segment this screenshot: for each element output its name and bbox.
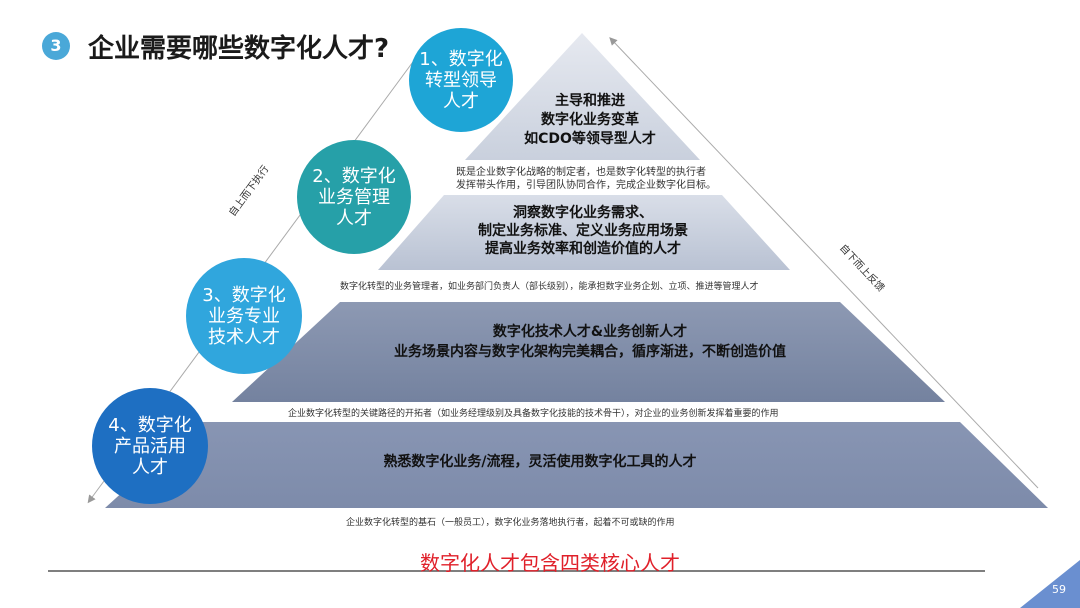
tier-4-text: 熟悉数字化业务/流程，灵活使用数字化工具的人才 — [300, 452, 780, 472]
tier-3-desc-line-1: 企业数字化转型的关键路径的开拓者（如业务经理级别及具备数字化技能的技术骨干），对… — [288, 409, 779, 419]
circle-1-line-3: 人才 — [443, 90, 479, 112]
right-arrow — [609, 37, 1039, 489]
circle-3-line-3: 技术人才 — [208, 326, 280, 348]
tier-3-description: 企业数字化转型的关键路径的开拓者（如业务经理级别及具备数字化技能的技术骨干），对… — [288, 406, 779, 419]
tier-4-line-1: 熟悉数字化业务/流程，灵活使用数字化工具的人才 — [383, 454, 697, 470]
tier-1-desc-line-1: 既是企业数字化战略的制定者，也是数字化转型的执行者 — [456, 167, 706, 178]
tier-3-text: 数字化技术人才&业务创新人才 业务场景内容与数字化架构完美耦合，循序渐进，不断创… — [300, 322, 880, 362]
circle-4-line-2: 产品活用 — [114, 435, 186, 457]
tier-2-description: 数字化转型的业务管理者，如业务部门负责人（部长级别），能承担数字业务企划、立项、… — [340, 279, 759, 292]
summary-text: 数字化人才包含四类核心人才 — [420, 551, 680, 575]
page-number: 59 — [1052, 583, 1066, 596]
circle-2-line-2: 业务管理 — [318, 186, 390, 208]
tier-4-desc-line-1: 企业数字化转型的基石（一般员工），数字化业务落地执行者，起着不可或缺的作用 — [346, 518, 675, 528]
pyramid-tier-2 — [378, 195, 790, 270]
circle-2-business-management-talent: 2、数字化 业务管理 人才 — [297, 140, 411, 254]
tier-1-description: 既是企业数字化战略的制定者，也是数字化转型的执行者 发挥带头作用，引导团队协同合… — [456, 166, 716, 192]
circle-2-line-1: 2、数字化 — [312, 165, 396, 187]
tier-2-line-3: 提高业务效率和创造价值的人才 — [485, 241, 681, 257]
tier-1-line-1: 主导和推进 — [555, 93, 625, 109]
tier-2-line-2: 制定业务标准、定义业务应用场景 — [478, 223, 688, 239]
circle-1-leadership-talent: 1、数字化 转型领导 人才 — [409, 28, 513, 132]
page-corner — [1020, 560, 1080, 608]
pyramid-tier-1 — [465, 33, 700, 160]
circle-1-line-1: 1、数字化 — [419, 48, 503, 70]
pyramid-tier-3 — [232, 302, 945, 402]
tier-2-desc-line-1: 数字化转型的业务管理者，如业务部门负责人（部长级别），能承担数字业务企划、立项、… — [340, 282, 759, 292]
page-title: 企业需要哪些数字化人才? — [88, 34, 390, 64]
tier-3-line-2: 业务场景内容与数字化架构完美耦合，循序渐进，不断创造价值 — [394, 344, 786, 360]
circle-3-line-1: 3、数字化 — [202, 284, 286, 306]
circle-3-technical-talent: 3、数字化 业务专业 技术人才 — [186, 258, 302, 374]
tier-3-line-1: 数字化技术人才&业务创新人才 — [492, 324, 688, 340]
tier-1-desc-line-2: 发挥带头作用，引导团队协同合作，完成企业数字化目标。 — [456, 180, 716, 191]
circle-3-line-2: 业务专业 — [208, 305, 280, 327]
tier-2-line-1: 洞察数字化业务需求、 — [513, 205, 653, 221]
tier-1-line-2: 数字化业务变革 — [541, 112, 639, 128]
tier-2-text: 洞察数字化业务需求、 制定业务标准、定义业务应用场景 提高业务效率和创造价值的人… — [444, 204, 722, 258]
circle-4-line-1: 4、数字化 — [108, 414, 192, 436]
section-number-badge: 3 — [42, 32, 70, 60]
tier-1-text: 主导和推进 数字化业务变革 如CDO等领导型人才 — [490, 92, 690, 149]
tier-1-line-3: 如CDO等领导型人才 — [524, 131, 656, 147]
circle-1-line-2: 转型领导 — [425, 69, 497, 91]
tier-4-description: 企业数字化转型的基石（一般员工），数字化业务落地执行者，起着不可或缺的作用 — [346, 515, 675, 528]
circle-2-line-3: 人才 — [336, 207, 372, 229]
circle-4-line-3: 人才 — [132, 456, 168, 478]
circle-4-product-application-talent: 4、数字化 产品活用 人才 — [92, 388, 208, 504]
pyramid-tier-4 — [105, 422, 1048, 508]
